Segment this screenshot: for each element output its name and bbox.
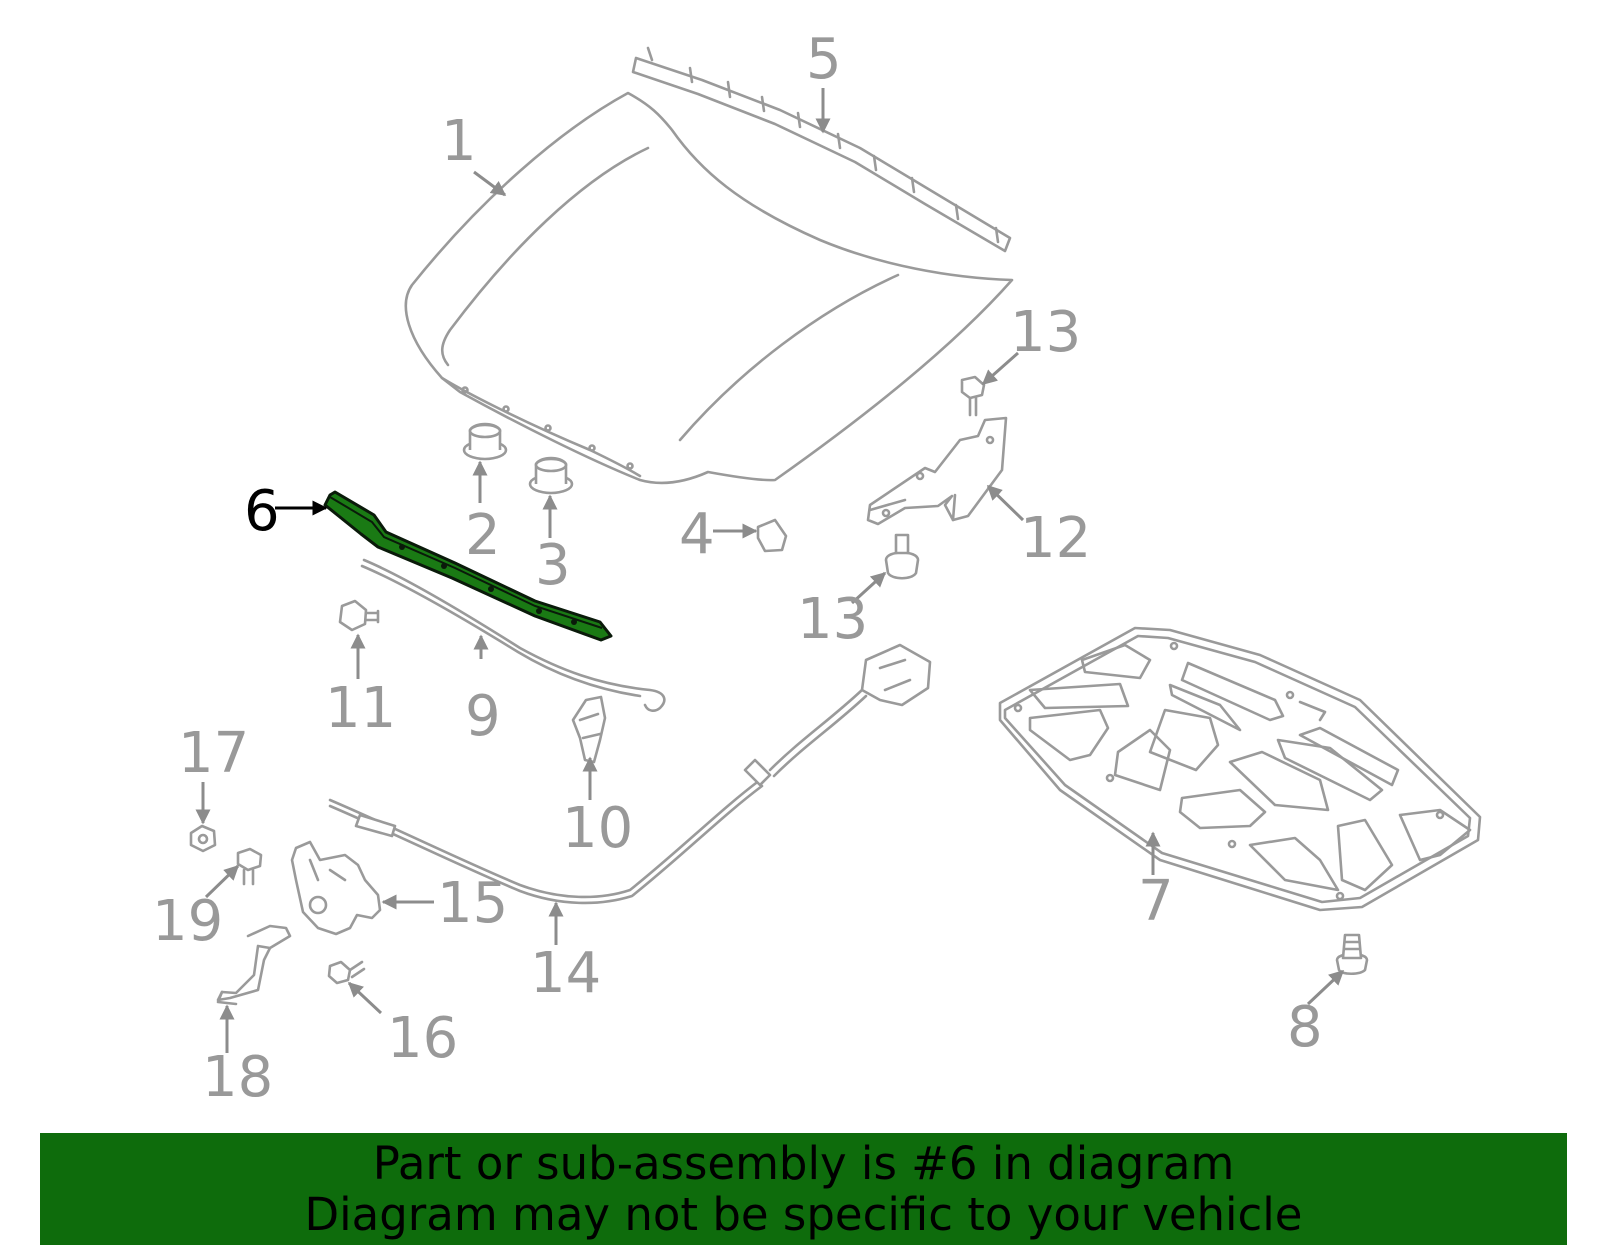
bolt-13-lower[interactable]: [884, 533, 920, 580]
callout-12: 12: [1020, 506, 1091, 571]
callout-8: 8: [1287, 995, 1323, 1060]
hood-support-rod-highlighted[interactable]: [323, 490, 613, 642]
callout-3: 3: [535, 533, 571, 598]
clip-8[interactable]: [1335, 933, 1369, 976]
leader-lines: [195, 88, 1345, 1053]
callout-11: 11: [325, 676, 396, 741]
rod-holder-10[interactable]: [571, 695, 607, 764]
hood-weatherstrip[interactable]: [631, 46, 1012, 253]
callout-13-upper: 13: [1010, 300, 1081, 365]
callout-10: 10: [562, 796, 633, 861]
hood-prop-rod[interactable]: [360, 558, 666, 712]
nut-17[interactable]: [189, 824, 217, 853]
callout-2: 2: [465, 503, 501, 568]
bolt-11[interactable]: [338, 599, 380, 632]
callout-19: 19: [152, 889, 223, 954]
info-banner: Part or sub-assembly is #6 in diagram Di…: [40, 1133, 1567, 1245]
release-cable-14[interactable]: [328, 643, 932, 905]
bracket-18[interactable]: [216, 924, 292, 1006]
hood-bumper-2[interactable]: [462, 422, 508, 461]
bolt-19[interactable]: [236, 847, 263, 886]
callout-18: 18: [202, 1045, 273, 1110]
callout-17: 17: [178, 721, 249, 786]
callout-13-lower: 13: [797, 587, 868, 652]
banner-line-2: Diagram may not be specific to your vehi…: [304, 1188, 1303, 1241]
bolt-16[interactable]: [327, 960, 366, 985]
callout-7: 7: [1138, 869, 1174, 934]
callout-16: 16: [387, 1006, 458, 1071]
callout-labels: 1 5 2 3 4 6 11 9 10 13 12 13 17 19 15 14…: [152, 27, 1323, 1110]
callout-5: 5: [806, 27, 842, 92]
hood-insulator-7[interactable]: [998, 626, 1482, 912]
banner-line-1: Part or sub-assembly is #6 in diagram: [372, 1137, 1235, 1190]
callout-6: 6: [244, 479, 280, 544]
callout-4: 4: [679, 502, 715, 567]
bolt-13-upper[interactable]: [960, 375, 986, 417]
hood-panel[interactable]: [404, 91, 1014, 485]
callout-15: 15: [437, 871, 508, 936]
hood-bumper-3[interactable]: [528, 456, 574, 495]
clip-4[interactable]: [756, 518, 788, 553]
hood-latch-15[interactable]: [290, 840, 382, 936]
callout-1: 1: [441, 109, 477, 174]
hood-hinge-12[interactable]: [866, 416, 1008, 526]
callout-14: 14: [530, 941, 601, 1006]
callout-9: 9: [465, 684, 501, 749]
